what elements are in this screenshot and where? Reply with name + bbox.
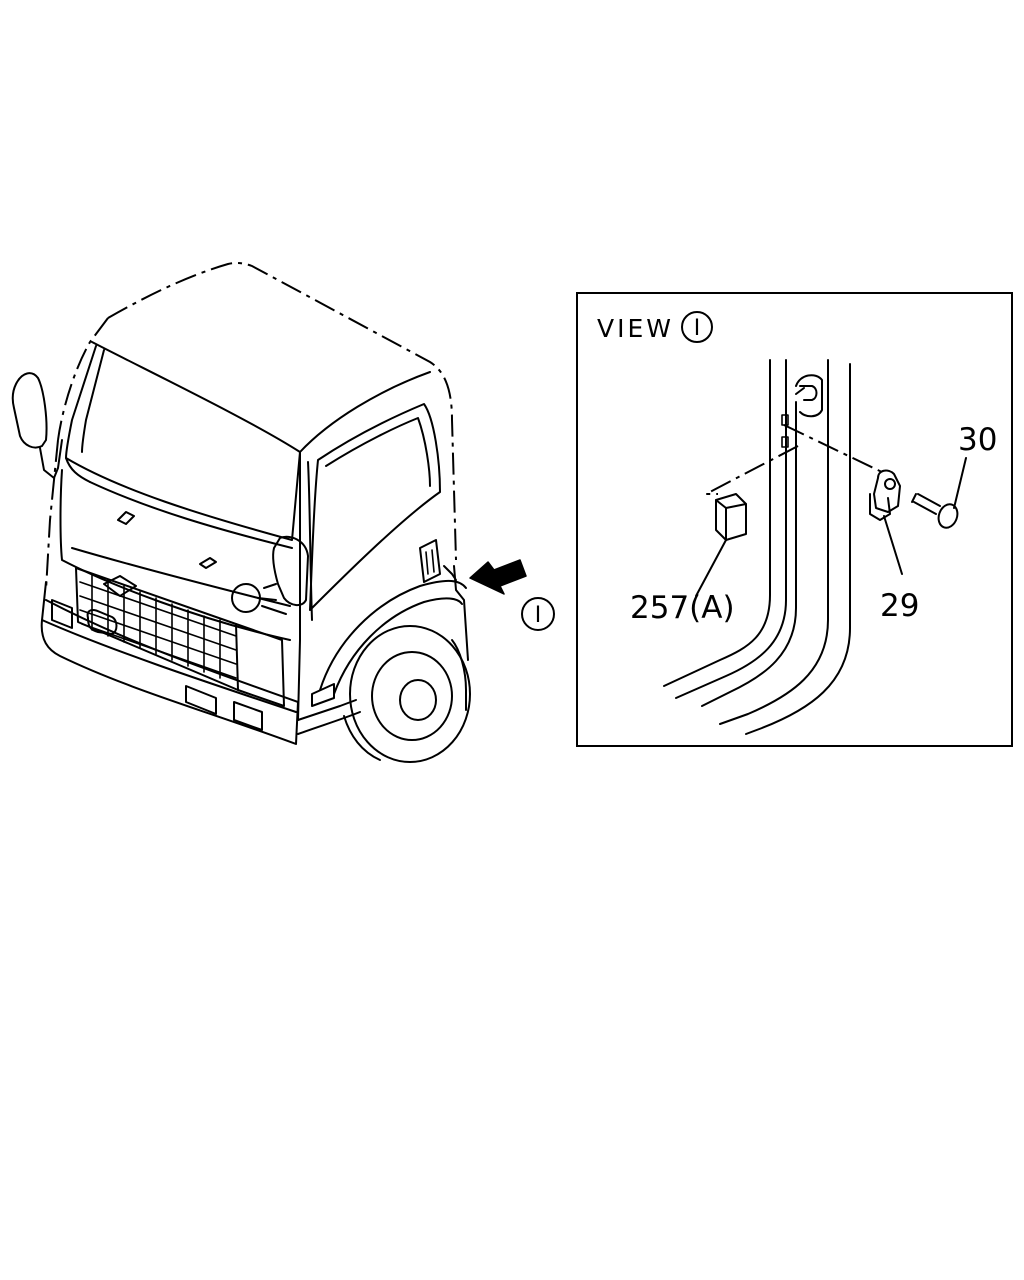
bracket-part [869, 469, 903, 575]
callout-30: 30 [958, 422, 997, 458]
view-marker-circle: I [521, 597, 555, 631]
bolt-part [911, 457, 967, 529]
callout-257a: 257(A) [630, 590, 735, 626]
view-direction-arrow [469, 559, 527, 595]
callout-29: 29 [880, 588, 919, 624]
view-detail-panel: VIEW I [576, 292, 1013, 747]
view-title-marker: I [694, 316, 701, 341]
cap-part [695, 493, 747, 597]
view-title: VIEW [597, 314, 674, 343]
truck-cab-drawing [11, 261, 471, 763]
view-marker-letter: I [535, 603, 542, 628]
